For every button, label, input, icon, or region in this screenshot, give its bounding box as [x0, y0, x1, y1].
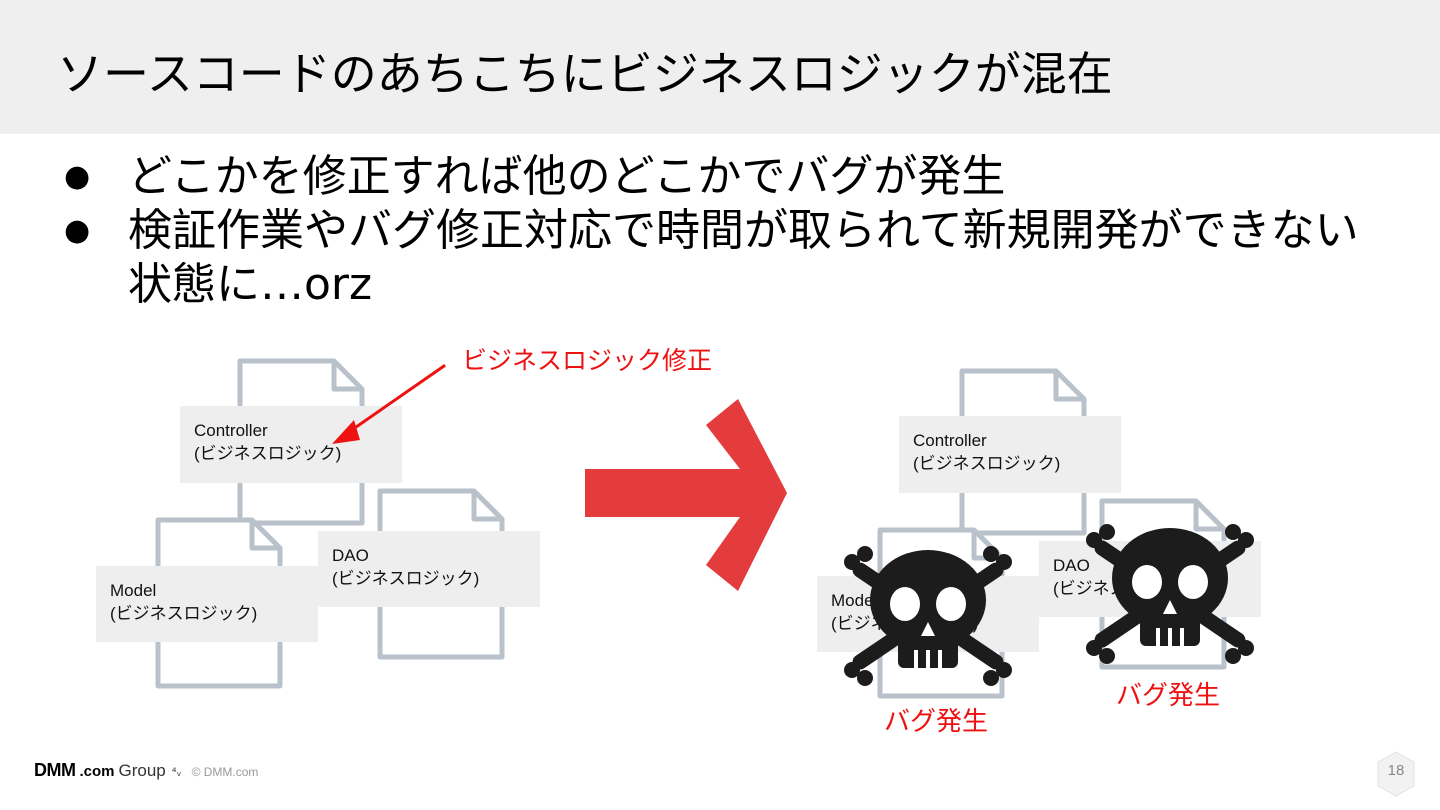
controller-name: Controller: [913, 431, 987, 450]
logo-main: DMM: [34, 760, 76, 780]
bullet-marker: ●: [64, 159, 91, 194]
slide-title: ソースコードのあちこちにビジネスロジックが混在: [57, 47, 1113, 101]
logo-com: .com: [79, 763, 115, 780]
bullet-marker: ●: [64, 213, 91, 248]
model-sub: (ビジネスロジック): [110, 604, 258, 623]
controller-sub: (ビジネスロジック): [194, 444, 342, 463]
logo-mark-icon: ⁴ᵥ: [171, 765, 182, 779]
bullet-list: ● どこかを修正すれば他のどこかでバグが発生 ● 検証作業やバグ修正対応で時間が…: [62, 150, 1382, 312]
dao-label-before: DAO (ビジネスロジック): [318, 531, 540, 607]
controller-label-after: Controller (ビジネスロジック): [899, 416, 1121, 493]
bug-label: バグ発生: [884, 707, 989, 737]
right-arrow-icon: [585, 399, 787, 591]
title-band: [0, 0, 1440, 134]
skull-crossbones-icon: [844, 546, 1012, 686]
bullet-text: どこかを修正すれば他のどこかでバグが発生: [128, 151, 1006, 202]
controller-sub: (ビジネスロジック): [913, 454, 1061, 473]
dao-name: DAO: [1053, 556, 1090, 575]
bullet-item: ● 検証作業やバグ修正対応で時間が取られて新規開発ができない状態に…orz: [62, 204, 1382, 312]
model-name: Model: [831, 591, 878, 610]
bullet-item: ● どこかを修正すれば他のどこかでバグが発生: [62, 150, 1382, 204]
controller-name: Controller: [194, 421, 268, 440]
skull-crossbones-icon: [1086, 524, 1254, 664]
pointer-arrow-icon: [332, 364, 446, 444]
annotation-label: ビジネスロジック修正: [462, 346, 713, 375]
page-number: 18: [1387, 762, 1405, 779]
hexagon-icon: [1377, 751, 1415, 797]
model-name: Model: [110, 581, 157, 600]
copyright-text: © DMM.com: [191, 765, 259, 779]
model-label-before: Model (ビジネスロジック): [96, 566, 318, 642]
dmm-group-logo: DMM .com Group ⁴ᵥ © DMM.com: [34, 760, 258, 782]
dao-sub: (ビジネスロジック): [332, 569, 480, 588]
controller-label-before: Controller (ビジネスロジック): [180, 406, 402, 483]
dao-name: DAO: [332, 546, 369, 565]
bullet-text: 検証作業やバグ修正対応で時間が取られて新規開発ができない状態に…orz: [128, 205, 1359, 310]
bug-label: バグ発生: [1116, 681, 1221, 711]
logo-group: Group: [118, 761, 166, 780]
